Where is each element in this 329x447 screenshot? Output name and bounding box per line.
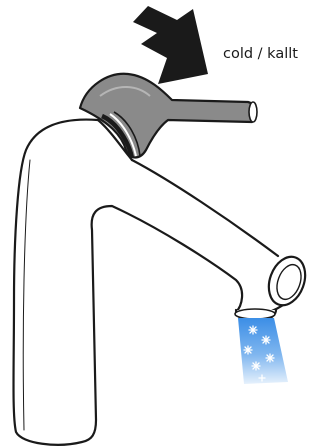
direction-arrow-icon: [133, 6, 208, 84]
water-stream: [238, 318, 288, 384]
lever-handle: [78, 72, 258, 159]
caption-cold: cold / kallt: [223, 46, 298, 62]
cold-sparkle-icons: [243, 325, 275, 382]
faucet-body: [12, 118, 307, 446]
